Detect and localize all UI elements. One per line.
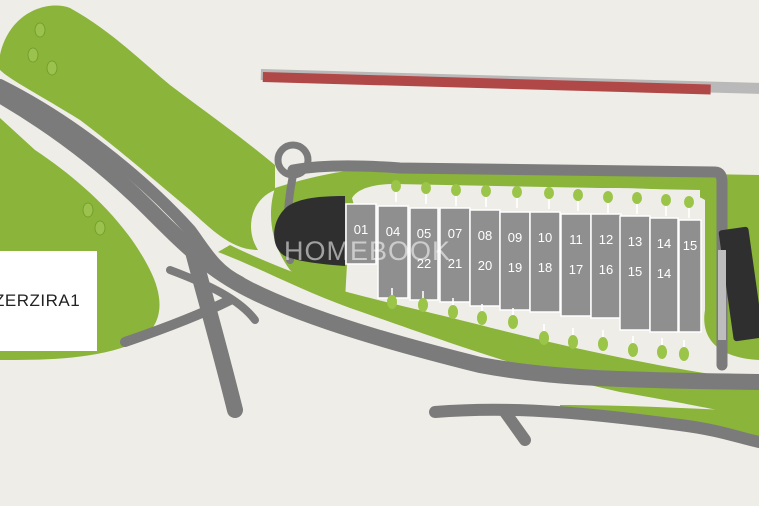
site-sign <box>0 251 97 351</box>
tree-icon <box>539 324 549 345</box>
tree-icon <box>94 220 106 236</box>
building-east <box>718 226 759 342</box>
plot-label-bottom: 22 <box>417 256 431 271</box>
road-development-loop <box>287 160 728 371</box>
plot-05[interactable] <box>409 207 439 301</box>
plot-label-top: 04 <box>386 224 400 239</box>
plot-10[interactable] <box>529 211 561 313</box>
plot-14[interactable] <box>649 217 679 333</box>
tree-icon <box>387 288 397 309</box>
tree-icon <box>512 186 522 208</box>
plot-12[interactable] <box>590 213 622 319</box>
tree-icon <box>598 330 608 351</box>
road-lower-right <box>429 403 759 448</box>
plot-label-bottom: 19 <box>508 260 522 275</box>
plots-group: 01 04 05 22 07 21 08 20 09 19 10 18 11 17 12 16 13 15 14 14… <box>345 203 702 333</box>
tree-icon <box>603 191 613 213</box>
grass-development <box>270 168 759 360</box>
plot-label-top: 05 <box>417 226 431 241</box>
tree-icon <box>421 182 431 204</box>
tree-icon <box>418 291 428 312</box>
tree-icon <box>46 60 58 76</box>
plot-01[interactable] <box>345 203 377 265</box>
plot-label-top: 08 <box>478 228 492 243</box>
tree-icon <box>632 192 642 214</box>
plot-08[interactable] <box>469 209 501 307</box>
road-lower-right-spur <box>499 406 531 446</box>
tree-icon <box>568 328 578 349</box>
tree-icon <box>508 308 518 329</box>
plot-label-bottom: 18 <box>538 260 552 275</box>
tree-icon <box>27 47 39 63</box>
tree-icon <box>451 184 461 206</box>
tree-icon <box>628 336 638 357</box>
tree-icon <box>657 338 667 359</box>
road-main-curve <box>0 87 759 390</box>
plot-15[interactable] <box>678 219 702 333</box>
trees-group <box>27 22 694 361</box>
tree-icon <box>573 189 583 211</box>
plot-label-top: 14 <box>657 236 671 251</box>
tree-icon <box>481 185 491 207</box>
road-network <box>0 79 759 448</box>
tree-icon <box>391 180 401 202</box>
hill-top-left <box>0 5 275 250</box>
plot-label-bottom: 20 <box>478 258 492 273</box>
road-upper-branch <box>0 79 246 288</box>
tree-icon <box>448 298 458 319</box>
plot-label-top: 07 <box>448 226 462 241</box>
plot-label-top: 10 <box>538 230 552 245</box>
tree-icon <box>477 304 487 325</box>
tree-icon <box>684 196 694 218</box>
top-strip-red <box>262 71 711 95</box>
plot-label-top: 11 <box>569 232 583 247</box>
plot-label-bottom: 17 <box>569 262 583 277</box>
plot-label-bottom: 16 <box>599 262 613 277</box>
cul-de-sac-circle <box>274 141 312 179</box>
plot-label-bottom: 15 <box>628 264 642 279</box>
plot-label-top: 09 <box>508 230 522 245</box>
building-west <box>274 196 345 266</box>
plot-label-bottom: 14 <box>657 266 671 281</box>
tree-icon <box>34 22 46 38</box>
tree-icon <box>661 194 671 216</box>
tree-icon <box>544 187 554 209</box>
building-east-outline <box>718 250 726 340</box>
plot-label-top: 12 <box>599 232 613 247</box>
plot-label-top: 01 <box>354 222 368 237</box>
plot-label-top: 13 <box>628 234 642 249</box>
road-sw-branch <box>120 295 235 347</box>
tree-icon <box>679 340 689 361</box>
road-diagonal-connector <box>166 266 259 324</box>
plot-11[interactable] <box>560 213 592 317</box>
watermark: HOMEBOOK <box>284 236 452 266</box>
plot-04[interactable] <box>377 205 409 299</box>
site-sign-label: ZERZIRA1 <box>0 291 81 310</box>
plot-label-bottom: 21 <box>448 256 462 271</box>
plot-label-top: 15 <box>683 238 697 253</box>
plot-07[interactable] <box>439 207 471 303</box>
tree-icon <box>82 202 94 218</box>
